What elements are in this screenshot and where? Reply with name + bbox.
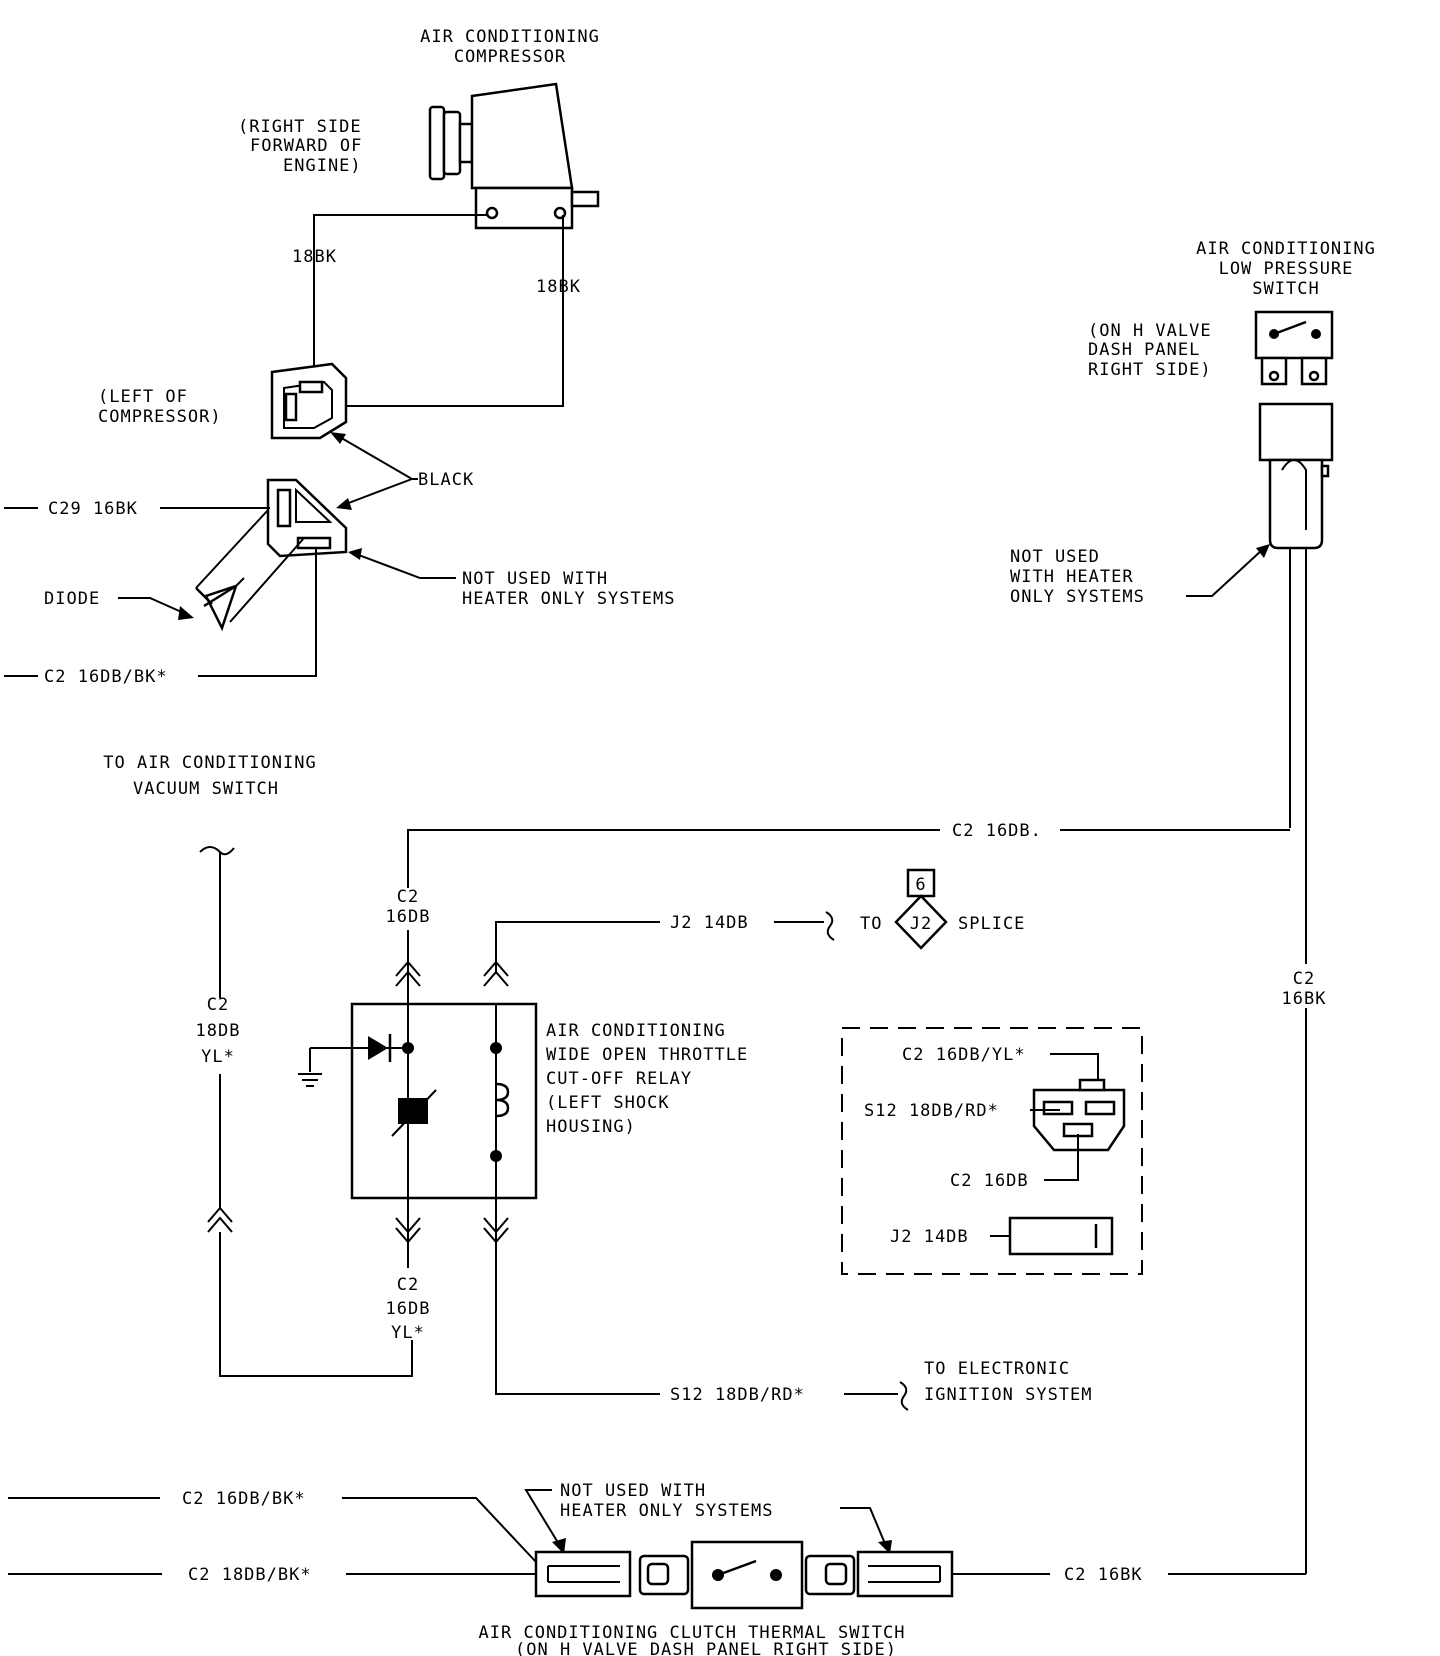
splice-number-box <box>906 868 936 898</box>
compressor-location-line-2: FORWARD OF <box>250 136 362 156</box>
low-pressure-switch: AIR CONDITIONING LOW PRESSURE SWITCH (ON… <box>1088 239 1376 550</box>
c2-18db-yl-left-line-1: C2 <box>207 995 229 1015</box>
electronic-ignition-line-1: TO ELECTRONIC <box>924 1359 1070 1379</box>
compressor-title-line-2: COMPRESSOR <box>454 47 566 67</box>
s12-wire-label: S12 18DB/RD* <box>670 1385 805 1405</box>
low-pressure-location-line-3: RIGHT SIDE) <box>1088 360 1212 380</box>
c2-16bk-vertical-line-1: C2 <box>1293 969 1315 989</box>
compressor-location-line-3: ENGINE) <box>283 156 362 176</box>
ground-icon <box>298 1073 322 1087</box>
inset-c2-16db-label: C2 16DB <box>950 1171 1029 1191</box>
relay-title-line-4: (LEFT SHOCK <box>546 1093 670 1113</box>
thermal-switch-title-line-1: AIR CONDITIONING CLUTCH THERMAL SWITCH <box>479 1623 906 1643</box>
c2-16bk-bottom-label: C2 16BK <box>1064 1565 1143 1585</box>
compressor-connector: (LEFT OF COMPRESSOR) <box>98 362 348 440</box>
compressor-location-line-1: (RIGHT SIDE <box>238 117 362 137</box>
j2-14db-label: J2 14DB <box>670 913 749 933</box>
c2-18db-yl-left-line-2: 18DB <box>196 1021 241 1041</box>
c2-16db-vertical-line-2: 16DB <box>386 907 431 927</box>
relay-title-line-2: WIDE OPEN THROTTLE <box>546 1045 748 1065</box>
inset-s12-18db-rd-label: S12 18DB/RD* <box>864 1101 999 1121</box>
connector-location-line-1: (LEFT OF <box>98 387 188 407</box>
wire-18bk-left: 18BK <box>292 247 337 267</box>
not-used-note-2-line-1: NOT USED <box>1010 547 1100 567</box>
inset-j2-14db-label: J2 14DB <box>890 1227 969 1247</box>
c2-16db-bk-top-label: C2 16DB/BK* <box>44 667 168 687</box>
c2-16db-yl-bottom-line-1: C2 <box>397 1275 419 1295</box>
c2-16db-bk-bottom-label: C2 16DB/BK* <box>182 1489 306 1509</box>
relay-title-line-1: AIR CONDITIONING <box>546 1021 726 1041</box>
wire-18bk-right: 18BK <box>536 277 581 297</box>
diode-label: DIODE <box>44 589 100 609</box>
wot-cutoff-relay: AIR CONDITIONING WIDE OPEN THROTTLE CUT-… <box>298 1002 748 1200</box>
not-used-note-2-line-3: ONLY SYSTEMS <box>1010 587 1145 607</box>
splice-to-label: TO <box>860 914 882 934</box>
compressor-title-line-1: AIR CONDITIONING <box>420 27 600 47</box>
relay-title-line-3: CUT-OFF RELAY <box>546 1069 692 1089</box>
c29-wire-label: C29 16BK <box>48 499 138 519</box>
splice-number: 6 <box>915 875 926 895</box>
c2-16db-top-label: C2 16DB. <box>952 821 1042 841</box>
low-pressure-title-line-3: SWITCH <box>1252 279 1319 299</box>
c2-16db-yl-bottom-line-3: YL* <box>391 1323 425 1343</box>
compressor: AIR CONDITIONING COMPRESSOR (RIGHT SIDE … <box>238 27 600 230</box>
not-used-note-2-line-2: WITH HEATER <box>1010 567 1134 587</box>
low-pressure-title-line-1: AIR CONDITIONING <box>1196 239 1376 259</box>
vacuum-switch-line-1: TO AIR CONDITIONING <box>103 753 316 773</box>
diode-connector <box>195 478 348 632</box>
not-used-note-1-line-1: NOT USED WITH <box>462 569 608 589</box>
diode-icon <box>195 584 238 632</box>
splice-label: SPLICE <box>958 914 1025 934</box>
c2-16db-yl-bottom-line-2: 16DB <box>386 1299 431 1319</box>
not-used-note-3-line-2: HEATER ONLY SYSTEMS <box>560 1501 773 1521</box>
not-used-note-1-line-2: HEATER ONLY SYSTEMS <box>462 589 675 609</box>
connector-location-line-2: COMPRESSOR) <box>98 407 222 427</box>
c2-16bk-vertical-line-2: 16BK <box>1282 989 1327 1009</box>
c2-16db-vertical-line-1: C2 <box>397 887 419 907</box>
thermal-switch-title-line-2: (ON H VALVE DASH PANEL RIGHT SIDE) <box>515 1640 897 1656</box>
low-pressure-location-line-2: DASH PANEL <box>1088 340 1200 360</box>
splice-diamond <box>894 894 948 950</box>
c2-18db-yl-left-line-3: YL* <box>201 1047 235 1067</box>
electronic-ignition-line-2: IGNITION SYSTEM <box>924 1385 1093 1405</box>
inset-c2-16db-yl-label: C2 16DB/YL* <box>902 1045 1026 1065</box>
c2-18db-bk-bottom-label: C2 18DB/BK* <box>188 1565 312 1585</box>
vacuum-switch-line-2: VACUUM SWITCH <box>133 779 279 799</box>
relay-title-line-5: HOUSING) <box>546 1117 636 1137</box>
connector-inset: C2 16DB/YL* S12 18DB/RD* C2 16DB J2 14DB <box>841 1027 1143 1275</box>
low-pressure-title-line-2: LOW PRESSURE <box>1219 259 1354 279</box>
thermal-switch <box>534 1540 954 1610</box>
label-black: BLACK <box>418 470 474 490</box>
low-pressure-location-line-1: (ON H VALVE <box>1088 321 1212 341</box>
not-used-note-3-line-1: NOT USED WITH <box>560 1481 706 1501</box>
splice-id: J2 <box>910 914 932 934</box>
